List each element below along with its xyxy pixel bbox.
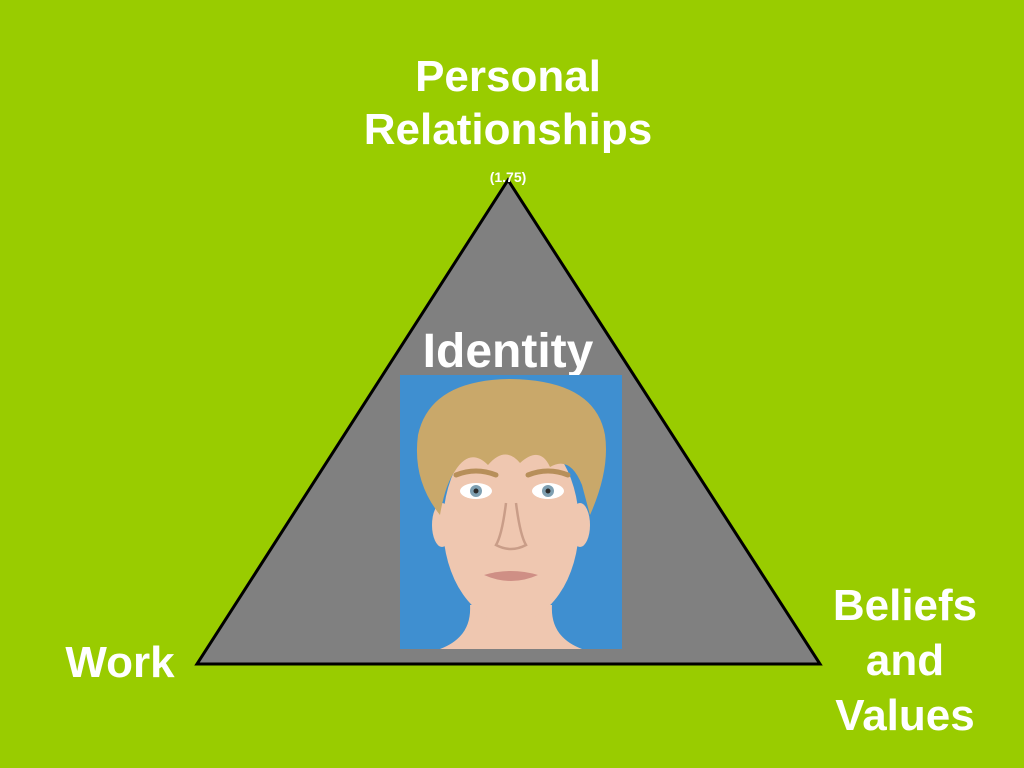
vertex-label-right-line3: Values [835, 691, 975, 740]
vertex-label-top-line2: Relationships [363, 105, 653, 154]
vertex-label-right-line1: Beliefs [832, 581, 978, 630]
vertex-label-personal-relationships: Personal Relationships [308, 50, 708, 156]
center-label-identity: Identity [422, 325, 594, 378]
vertex-label-top-line1: Personal [415, 52, 601, 101]
portrait-neck [440, 605, 582, 649]
vertex-label-work: Work [65, 638, 175, 687]
portrait-face [443, 427, 579, 623]
portrait-brow-left [453, 468, 499, 478]
portrait-pupil-right [545, 488, 551, 494]
portrait-pupil-left [473, 488, 479, 494]
portrait-hair [416, 379, 606, 515]
portrait-photo [400, 375, 622, 649]
portrait-illustration [400, 375, 622, 649]
vertex-label-beliefs-and-values: Beliefs and Values [800, 578, 1010, 743]
portrait-mouth [484, 571, 538, 581]
vertex-note-value: (1.75) [489, 169, 527, 185]
portrait-ear-right [570, 503, 590, 547]
vertex-label-right-line2: and [865, 636, 945, 685]
portrait-brow-right [525, 468, 571, 478]
portrait-ear-left [432, 503, 452, 547]
portrait-nose [494, 502, 528, 551]
